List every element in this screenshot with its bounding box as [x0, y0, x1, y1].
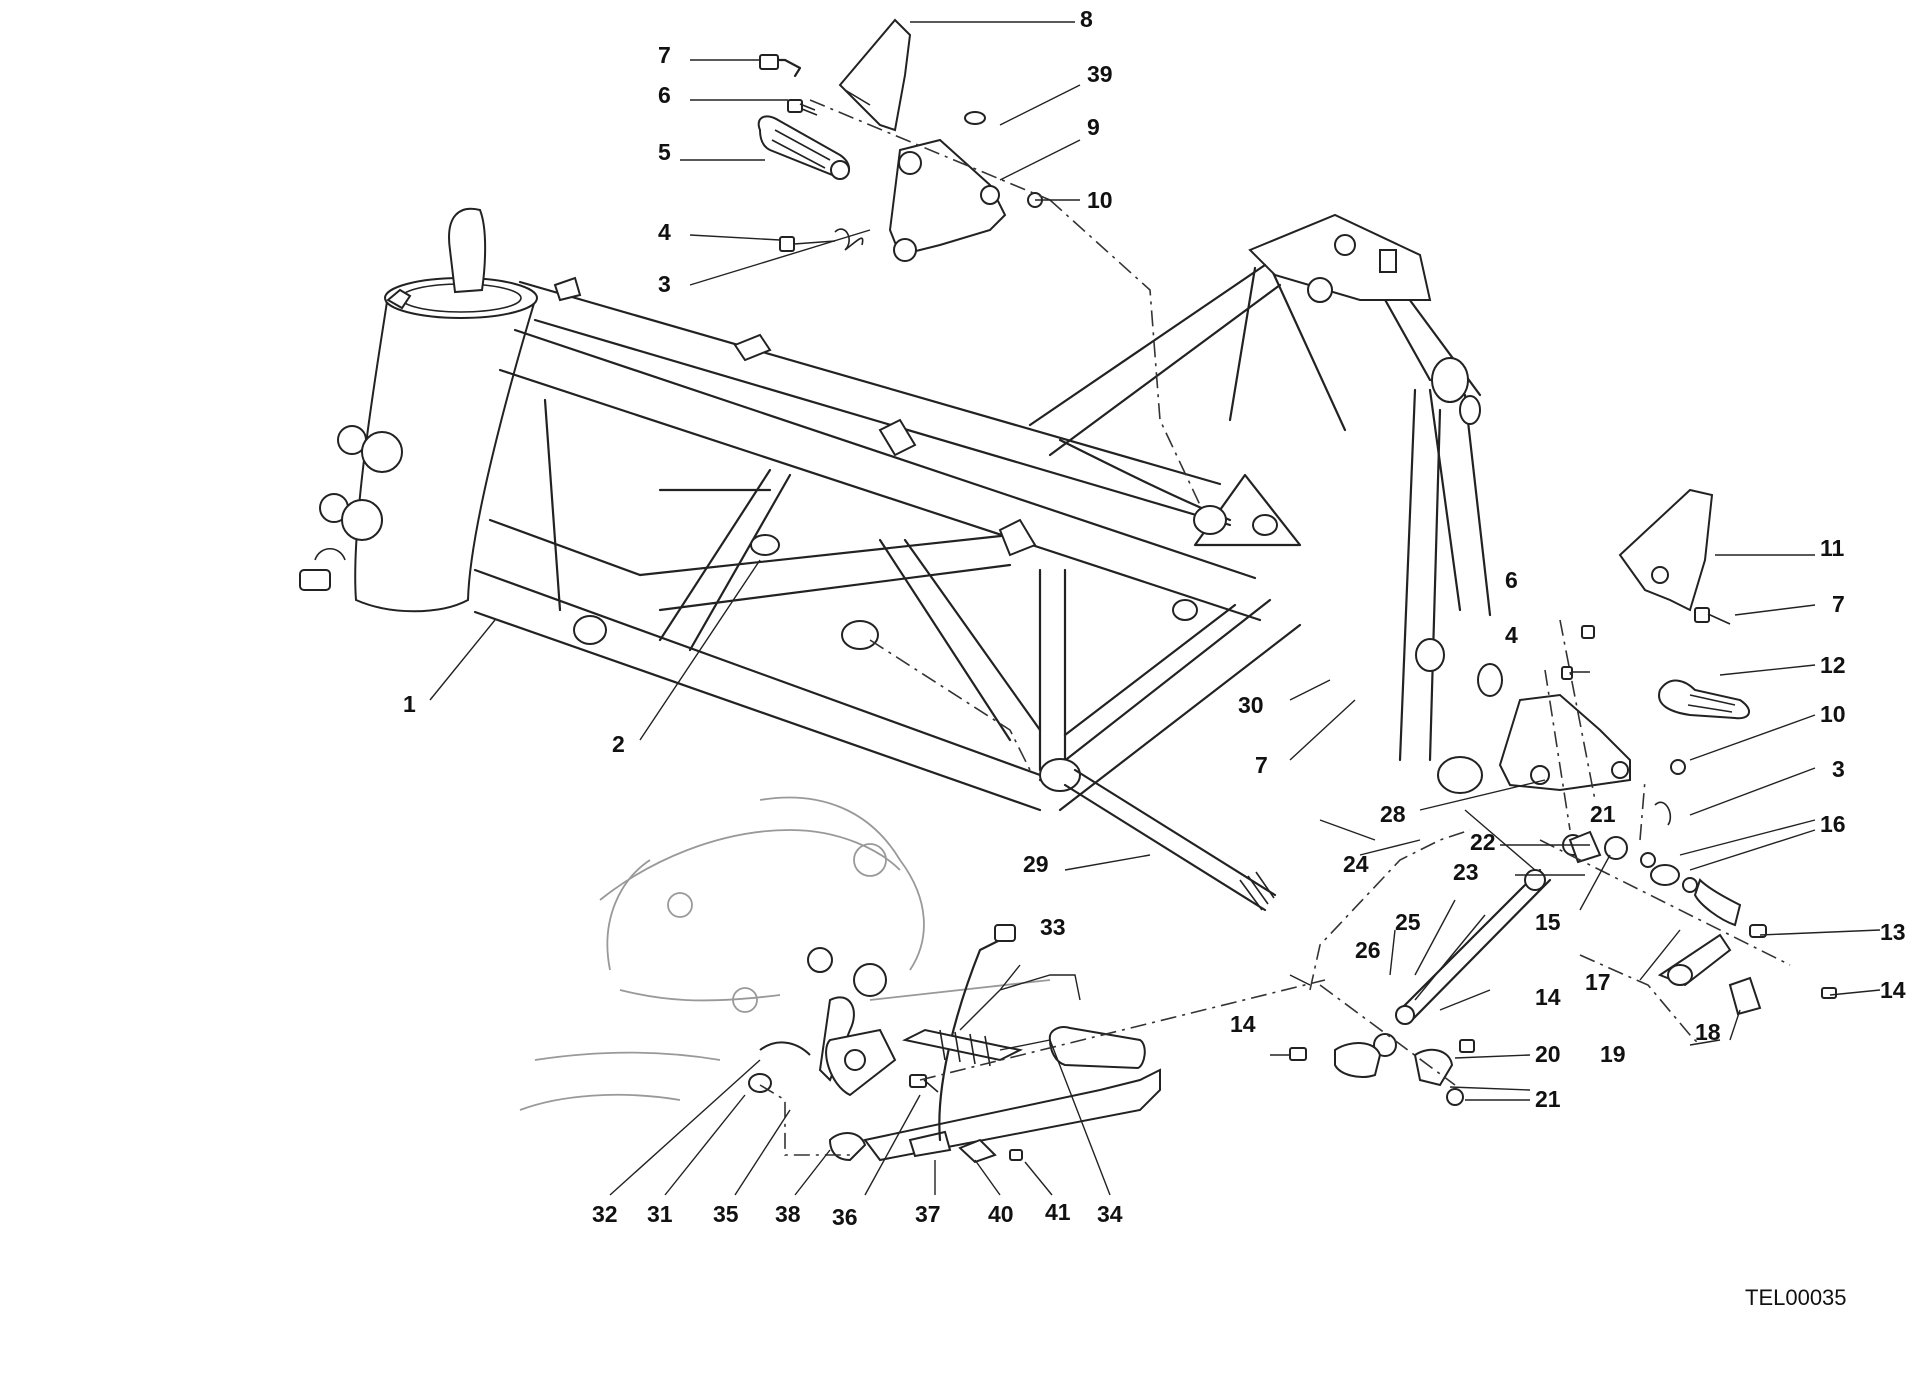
callout-3b: 3 [1832, 756, 1845, 782]
callout-labels: 8 7 39 6 9 5 10 4 3 1 2 11 7 6 4 12 10 3… [403, 6, 1906, 1230]
callout-22: 22 [1470, 829, 1496, 855]
callout-23: 23 [1453, 859, 1479, 885]
callout-21b: 21 [1535, 1086, 1561, 1112]
callout-1: 1 [403, 691, 416, 717]
callout-32: 32 [592, 1201, 618, 1227]
callout-41: 41 [1045, 1199, 1071, 1225]
callout-18: 18 [1695, 1019, 1721, 1045]
callout-3: 3 [658, 271, 671, 297]
callout-7: 7 [658, 42, 671, 68]
callout-37: 37 [915, 1201, 941, 1227]
callout-14c: 14 [1230, 1011, 1256, 1037]
callout-29: 29 [1023, 851, 1049, 877]
callout-26: 26 [1355, 937, 1381, 963]
sidestand-assembly [519, 796, 1161, 1164]
callout-5: 5 [658, 139, 671, 165]
drawing-code: TEL00035 [1745, 1285, 1847, 1310]
callout-21: 21 [1590, 801, 1616, 827]
callout-11: 11 [1820, 535, 1845, 561]
callout-6: 6 [658, 82, 671, 108]
callout-16: 16 [1820, 811, 1846, 837]
main-frame [299, 207, 1503, 812]
callout-10: 10 [1087, 187, 1113, 213]
leader-lines [429, 21, 1881, 1196]
centre-lines [759, 99, 1791, 1156]
callout-9: 9 [1087, 114, 1100, 140]
callout-28: 28 [1380, 801, 1406, 827]
callout-30: 30 [1238, 692, 1264, 718]
left-footrest-assembly [757, 18, 1043, 262]
callout-8: 8 [1080, 6, 1093, 32]
callout-7b: 7 [1832, 591, 1845, 617]
callout-38: 38 [775, 1201, 801, 1227]
callout-14b: 14 [1535, 984, 1561, 1010]
callout-33: 33 [1040, 914, 1066, 940]
callout-13: 13 [1880, 919, 1906, 945]
callout-19: 19 [1600, 1041, 1626, 1067]
callout-15: 15 [1535, 909, 1561, 935]
callout-24: 24 [1343, 851, 1369, 877]
callout-34: 34 [1097, 1201, 1123, 1227]
callout-4b: 4 [1505, 622, 1518, 648]
callout-36: 36 [832, 1204, 858, 1230]
callout-4: 4 [658, 219, 671, 245]
right-footrest-assembly [1289, 488, 1837, 1106]
callout-17: 17 [1585, 969, 1611, 995]
callout-35: 35 [713, 1201, 739, 1227]
callout-39: 39 [1087, 61, 1113, 87]
callout-31: 31 [647, 1201, 673, 1227]
callout-40: 40 [988, 1201, 1014, 1227]
callout-12: 12 [1820, 652, 1846, 678]
callout-10b: 10 [1820, 701, 1846, 727]
callout-25: 25 [1395, 909, 1421, 935]
callout-20: 20 [1535, 1041, 1561, 1067]
callout-14: 14 [1880, 977, 1906, 1003]
callout-2: 2 [612, 731, 625, 757]
callout-6b: 6 [1505, 567, 1518, 593]
pivot-spindle [1063, 768, 1277, 912]
callout-7c: 7 [1255, 752, 1268, 778]
